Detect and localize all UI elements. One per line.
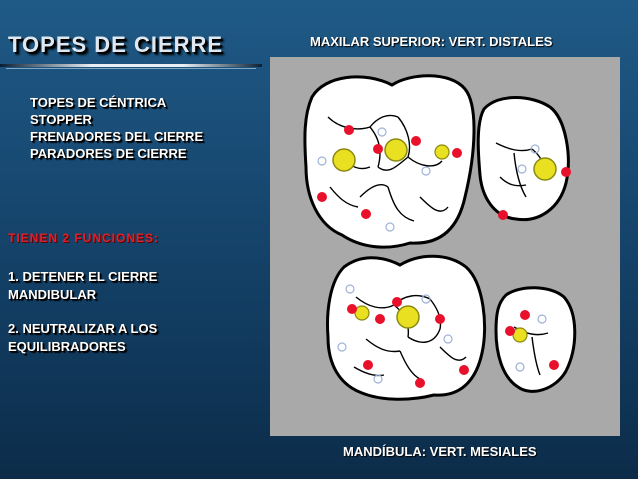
title-underline	[0, 64, 262, 67]
upper-contacts	[317, 125, 571, 232]
function-one-line: 1. DETENER EL CIERRE	[8, 269, 158, 284]
maxilla-caption: MAXILAR SUPERIOR: VERT. DISTALES	[310, 34, 553, 49]
upper-molar-1	[303, 74, 476, 249]
function-two-line: 2. NEUTRALIZAR A LOS	[8, 321, 158, 336]
term-item: PARADORES DE CIERRE	[30, 146, 187, 161]
slide-title: TOPES DE CIERRE	[8, 32, 224, 57]
function-two-line: EQUILIBRADORES	[8, 339, 126, 354]
mandible-caption: MANDÍBULA: VERT. MESIALES	[343, 444, 537, 459]
term-item: STOPPER	[30, 112, 92, 127]
functions-heading: TIENEN 2 FUNCIONES:	[8, 231, 160, 245]
term-item: FRENADORES DEL CIERRE	[30, 129, 204, 144]
lower-premolar	[494, 286, 577, 393]
term-item: TOPES DE CÉNTRICA	[30, 95, 167, 110]
function-one: 1. DETENER EL CIERRE MANDIBULAR	[8, 268, 157, 304]
terms-list: TOPES DE CÉNTRICA STOPPER FRENADORES DEL…	[30, 94, 203, 162]
lower-contacts	[337, 284, 559, 388]
function-two: 2. NEUTRALIZAR A LOS EQUILIBRADORES	[8, 320, 157, 356]
title-underline-thin	[6, 68, 256, 69]
teeth-illustration	[270, 57, 620, 436]
function-one-line: MANDIBULAR	[8, 287, 97, 302]
upper-premolar	[476, 96, 570, 222]
occlusal-diagram	[303, 74, 577, 401]
